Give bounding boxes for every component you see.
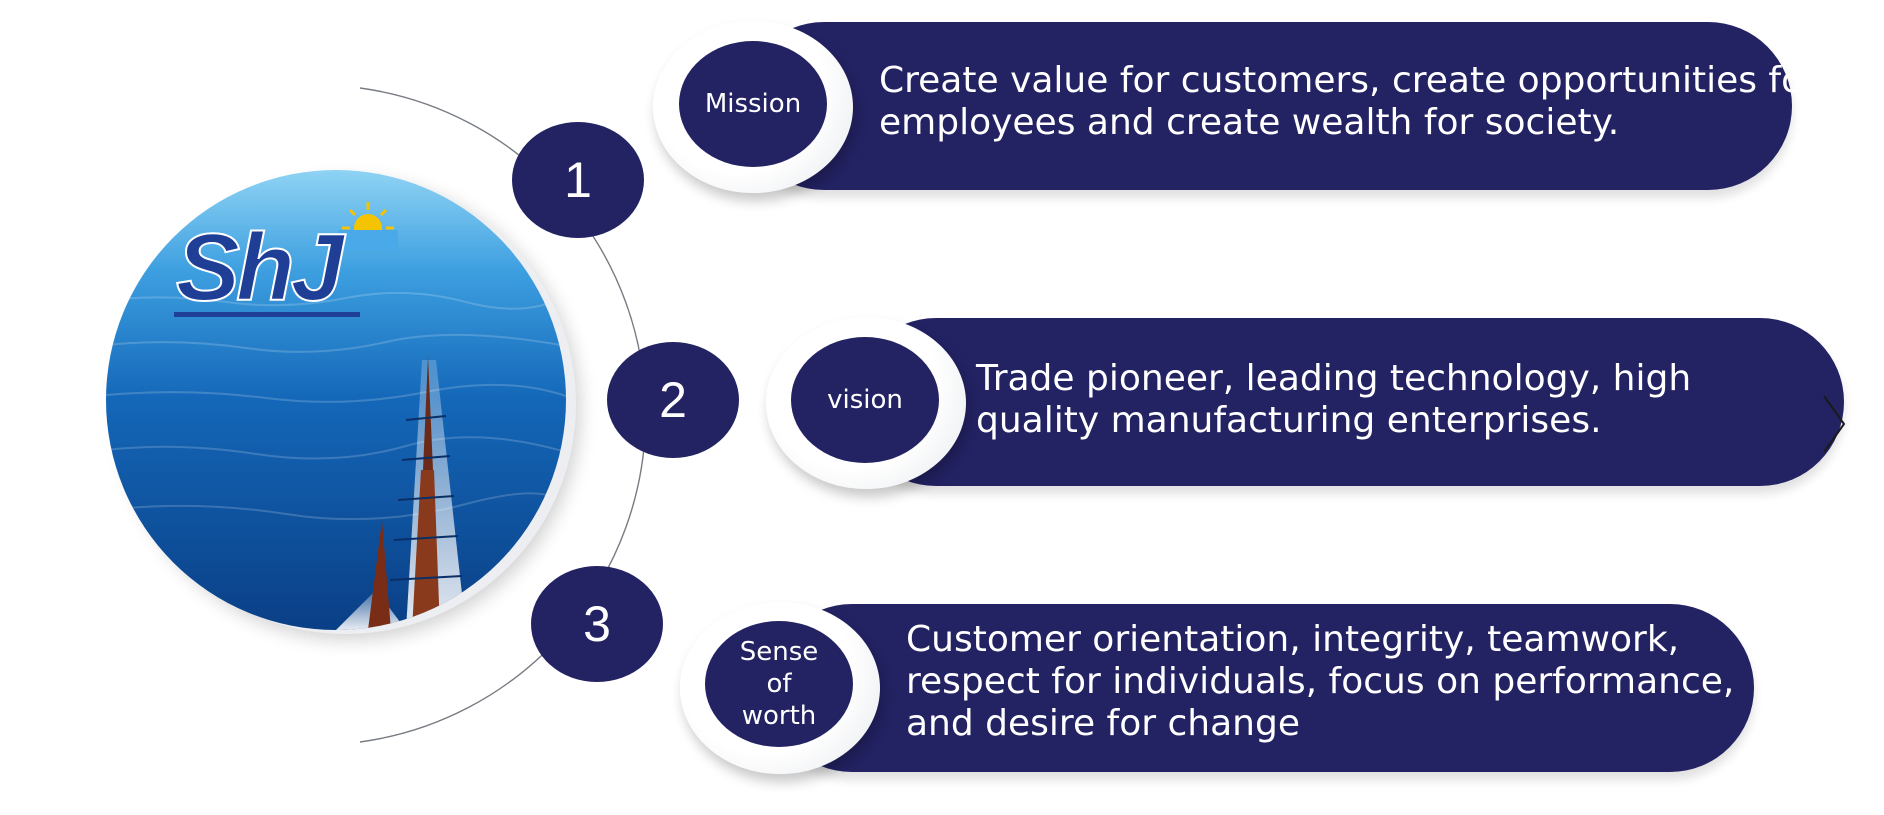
company-logo: ShJ: [176, 214, 347, 321]
mission-pill: [740, 22, 1792, 190]
hero-image: ShJ: [106, 170, 566, 630]
vision-text: Trade pioneer, leading technology, high …: [976, 358, 1691, 442]
worth-label: Sense of worth: [740, 636, 819, 732]
worth-badge: Sense of worth: [705, 621, 853, 747]
worth-label-line: of: [766, 669, 792, 699]
vision-label: vision: [827, 385, 903, 415]
mission-text-line: employees and create wealth for society.: [879, 102, 1620, 143]
worth-label-line: worth: [741, 701, 817, 731]
step-number-1: 1: [512, 122, 644, 238]
mission-text: Create value for customers, create oppor…: [879, 60, 1818, 144]
chevron-right-icon[interactable]: [1820, 392, 1848, 456]
worth-pill: [768, 604, 1754, 772]
vision-text-line: quality manufacturing enterprises.: [976, 400, 1602, 441]
vision-text-line: Trade pioneer, leading technology, high: [976, 358, 1692, 399]
ocean-rowing-image: ShJ: [106, 170, 566, 630]
mission-label: Mission: [704, 89, 802, 119]
worth-text-line: respect for individuals, focus on perfor…: [906, 661, 1735, 702]
step-number-2: 2: [607, 342, 739, 458]
worth-label-line: Sense: [739, 637, 819, 667]
step-number-3: 3: [531, 566, 663, 682]
worth-text: Customer orientation, integrity, teamwor…: [906, 619, 1734, 745]
worth-text-line: and desire for change: [906, 703, 1300, 744]
vision-pill: [852, 318, 1844, 486]
sun-icon: [338, 202, 398, 250]
worth-text-line: Customer orientation, integrity, teamwor…: [906, 619, 1680, 660]
mission-badge: Mission: [679, 41, 827, 167]
mission-text-line: Create value for customers, create oppor…: [879, 60, 1818, 101]
vision-badge: vision: [791, 337, 939, 463]
